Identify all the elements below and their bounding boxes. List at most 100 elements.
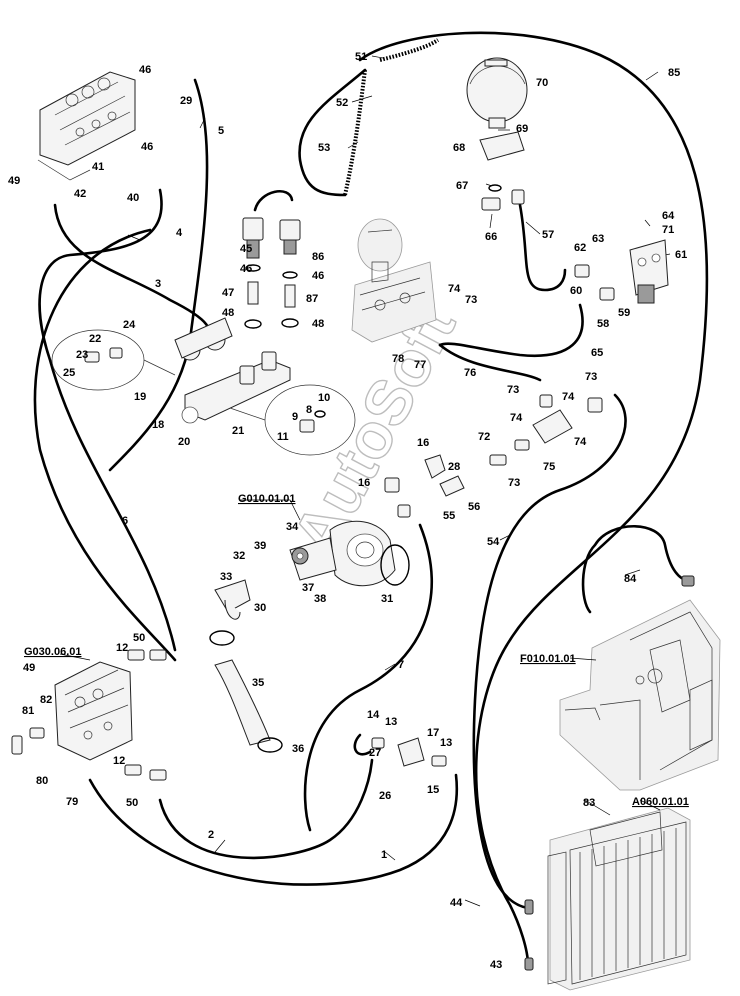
callout-c35: 35: [252, 677, 264, 689]
callout-c56: 56: [468, 501, 480, 513]
control-valve-top-left: [37, 71, 136, 181]
callout-c37: 37: [302, 582, 314, 594]
callout-c49a: 49: [8, 175, 20, 187]
callout-c21: 21: [232, 425, 244, 437]
callout-c19: 19: [134, 391, 146, 403]
hose-84: [593, 525, 690, 582]
callout-c52: 52: [336, 97, 348, 109]
callout-c40: 40: [127, 192, 139, 204]
callout-c83: 83: [583, 797, 595, 809]
callout-c62: 62: [574, 242, 586, 254]
callout-c36: 36: [292, 743, 304, 755]
callout-c50b: 50: [126, 797, 138, 809]
callout-c60: 60: [570, 285, 582, 297]
callout-c67: 67: [456, 180, 468, 192]
hose-54: [472, 393, 627, 910]
callout-c2: 2: [208, 829, 214, 841]
callout-c86: 86: [312, 251, 324, 263]
callout-c28: 28: [448, 461, 460, 473]
callout-c59: 59: [618, 307, 630, 319]
ref-f010: F010.01.01: [520, 653, 576, 665]
callout-c10: 10: [318, 392, 330, 404]
callout-c63: 63: [592, 233, 604, 245]
callout-c53: 53: [318, 142, 330, 154]
callout-c14: 14: [367, 709, 380, 721]
callout-c39: 39: [254, 540, 266, 552]
callout-c73a: 73: [465, 294, 477, 306]
control-valve-bottom-left: [54, 661, 133, 761]
callout-c46c: 46: [240, 263, 252, 275]
callout-c27: 27: [369, 747, 381, 759]
callout-c30: 30: [254, 602, 266, 614]
callout-c4: 4: [176, 227, 183, 239]
callout-c13b: 13: [440, 737, 452, 749]
callout-c76: 76: [464, 367, 476, 379]
callout-c50a: 50: [133, 632, 145, 644]
hose-65: [438, 303, 584, 358]
callout-c48a: 48: [222, 307, 234, 319]
ref-a060: A060.01.01: [632, 796, 689, 808]
callout-c84: 84: [624, 573, 637, 585]
callout-c82: 82: [40, 694, 52, 706]
callout-c73d: 73: [508, 477, 520, 489]
callout-c74b: 74: [562, 391, 575, 403]
hoses: [33, 31, 709, 967]
callout-c71: 71: [662, 224, 674, 236]
hose-76: [438, 343, 542, 382]
callout-c72: 72: [478, 431, 490, 443]
callout-c70: 70: [536, 77, 548, 89]
callout-c57: 57: [542, 229, 554, 241]
radiator-cooler-assembly: [547, 807, 691, 991]
callout-c58: 58: [597, 318, 609, 330]
callout-c16b: 16: [358, 477, 370, 489]
accumulator-valve-block-ghost: [351, 218, 437, 343]
callout-c73c: 73: [585, 371, 597, 383]
callout-c46d: 46: [312, 270, 324, 282]
hose-1: [88, 773, 459, 886]
callout-c38: 38: [314, 593, 326, 605]
callout-c34: 34: [286, 521, 299, 533]
callout-c1: 1: [381, 849, 387, 861]
callout-c44: 44: [450, 897, 463, 909]
callout-c3: 3: [155, 278, 161, 290]
callout-c75: 75: [543, 461, 555, 473]
callout-c42: 42: [74, 188, 86, 200]
callout-c54: 54: [487, 536, 500, 548]
callout-c61: 61: [675, 249, 687, 261]
callout-c18: 18: [152, 419, 164, 431]
callout-c69: 69: [516, 123, 528, 135]
coil-sleeve-53: [343, 69, 367, 196]
callout-c9: 9: [292, 411, 298, 423]
callout-c55: 55: [443, 510, 455, 522]
ref-g010: G010.01.01: [238, 493, 296, 505]
callout-c74d: 74: [574, 436, 587, 448]
callout-c68: 68: [453, 142, 465, 154]
hose-7: [303, 523, 434, 832]
callout-c43: 43: [490, 959, 502, 971]
callout-c29: 29: [180, 95, 192, 107]
callout-c46b: 46: [141, 141, 153, 153]
callout-c87: 87: [306, 293, 318, 305]
callout-c81: 81: [22, 705, 34, 717]
callout-c25: 25: [63, 367, 75, 379]
callout-c80: 80: [36, 775, 48, 787]
callout-c74a: 74: [448, 283, 461, 295]
hose-6b: [33, 228, 177, 662]
callout-c12a: 12: [116, 642, 128, 654]
callout-c23: 23: [76, 349, 88, 361]
callout-c11: 11: [277, 431, 289, 443]
ref-g030: G030.06.01: [24, 646, 82, 658]
callout-c78: 78: [392, 353, 404, 365]
coil-sleeve-52: [379, 38, 440, 62]
callout-c77: 77: [414, 359, 426, 371]
callout-c49b: 49: [23, 662, 35, 674]
fittings: [11, 57, 695, 971]
callout-c32: 32: [233, 550, 245, 562]
callout-c79: 79: [66, 796, 78, 808]
callout-c6: 6: [122, 515, 128, 527]
hose-85: [358, 31, 709, 967]
callout-c26: 26: [379, 790, 391, 802]
hose-5: [108, 78, 209, 472]
callout-c65: 65: [591, 347, 603, 359]
